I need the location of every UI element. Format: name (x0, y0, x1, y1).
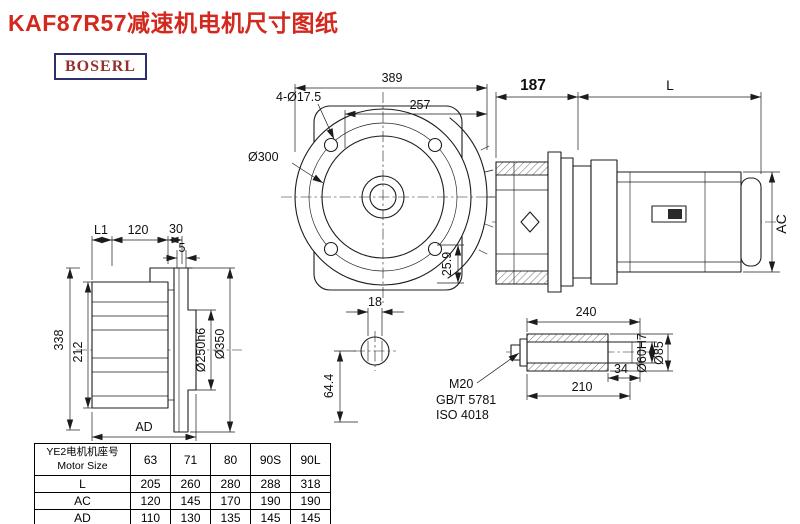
column-header: 90L (290, 442, 331, 477)
table-cell: 130 (170, 509, 211, 524)
motor-nameplate-mark (668, 209, 682, 219)
table-cell: 170 (210, 492, 251, 511)
dim-120-label: 120 (128, 223, 149, 237)
table-row: L 205 260 280 288 318 (34, 475, 331, 494)
table-row: AC 120 145 170 190 190 (34, 492, 331, 511)
gearbox-body (91, 281, 169, 409)
adapter-flange-1 (547, 151, 562, 293)
dim-L-label: L (666, 77, 674, 93)
gearbox-hatch-bottom (495, 270, 549, 285)
table-cell: 318 (290, 475, 331, 494)
dim-64-4-label: 64.4 (322, 374, 336, 398)
boserl-logo: BOSERL (54, 53, 147, 80)
dim-338-label: 338 (52, 330, 66, 351)
column-header: 71 (170, 442, 211, 477)
table-cell: 145 (250, 509, 291, 524)
motor-flange-bell (590, 159, 618, 285)
dim-30-label: 30 (169, 222, 183, 236)
motor-size-header: YE2电机机座号 Motor Size (34, 442, 131, 477)
table-cell: 110 (130, 509, 171, 524)
dim-187-label: 187 (520, 77, 546, 94)
table-cell: 190 (250, 492, 291, 511)
body-rib-lines (91, 301, 169, 397)
adapter-flange-2 (560, 157, 574, 287)
bolt-holes-label: 4-Ø17.5 (276, 90, 321, 104)
front-view-dimensions: 389 257 4-Ø17.5 Ø300 25.9 18 64.4 (248, 71, 488, 423)
table-header-row: YE2电机机座号 Motor Size 63 71 80 90S 90L (34, 442, 331, 477)
gearbox-hatch-top (495, 161, 549, 176)
output-view-dimensions: L1 120 30 5 338 212 AD Ø250h6 (52, 222, 235, 441)
shaft-detail-dimensions: 240 34 210 Ø60H7 Ø85 M20 GB/T 5781 ISO 4… (436, 305, 673, 422)
column-header: 90S (250, 442, 291, 477)
dim-AC-label: AC (773, 214, 789, 233)
dia-60h7-label: Ø60H7 (635, 333, 649, 373)
row-label-AC: AC (34, 492, 131, 511)
row-label-L: L (34, 475, 131, 494)
assembly-dimensions: 187 L AC (495, 77, 789, 273)
hollow-shaft-detail (506, 333, 662, 372)
dim-212-label: 212 (71, 342, 85, 363)
column-header: 80 (210, 442, 251, 477)
end-washer (519, 338, 528, 367)
table-row: AD 110 130 135 145 145 (34, 509, 331, 524)
dia-85-label: Ø85 (652, 341, 666, 365)
shaft-end-view (354, 331, 396, 371)
output-flange (173, 267, 197, 433)
motor-size-table: YE2电机机座号 Motor Size 63 71 80 90S 90L L 2… (34, 442, 331, 524)
table-cell: 135 (210, 509, 251, 524)
dim-L1-label: L1 (94, 223, 108, 237)
dim-257-label: 257 (410, 98, 431, 112)
shaft-hatch-top (526, 333, 609, 343)
motor-end-cap (740, 177, 762, 267)
table-cell: 190 (290, 492, 331, 511)
table-cell: 260 (170, 475, 211, 494)
dim-210-label: 210 (572, 380, 593, 394)
dia-250h6-label: Ø250h6 (194, 328, 208, 373)
thread-m20-label: M20 (449, 377, 473, 391)
shaft-bore-extension (607, 341, 641, 364)
dim-18-label: 18 (368, 295, 382, 309)
table-cell: 145 (170, 492, 211, 511)
motor-size-header-cn: YE2电机机座号 (46, 446, 119, 458)
dim-25-9-label: 25.9 (440, 252, 454, 276)
table-cell: 205 (130, 475, 171, 494)
shaft-hatch-bottom (526, 362, 609, 372)
dia-300-label: Ø300 (248, 150, 279, 164)
front-view (281, 92, 503, 303)
table-cell: 280 (210, 475, 251, 494)
table-cell: 145 (290, 509, 331, 524)
adapter-ring (572, 165, 592, 279)
motor-size-header-en: Motor Size (57, 459, 108, 472)
dim-34-label: 34 (614, 362, 628, 376)
dim-389-label: 389 (382, 71, 403, 85)
boserl-logo-text: BOSERL (65, 57, 136, 75)
table-cell: 120 (130, 492, 171, 511)
dim-AD-label: AD (135, 420, 152, 434)
page-title: KAF87R57减速机电机尺寸图纸 (8, 10, 339, 36)
column-header: 63 (130, 442, 171, 477)
dim-240-label: 240 (576, 305, 597, 319)
table-cell: 288 (250, 475, 291, 494)
dim-5-label: 5 (179, 241, 186, 255)
output-side-view (76, 267, 242, 433)
assembly-side-view (492, 151, 782, 293)
dia-350-label: Ø350 (213, 329, 227, 360)
std-iso-label: ISO 4018 (436, 408, 489, 422)
std-gbt-label: GB/T 5781 (436, 393, 496, 407)
row-label-AD: AD (34, 509, 131, 524)
bevel-gear-symbol (520, 211, 540, 233)
